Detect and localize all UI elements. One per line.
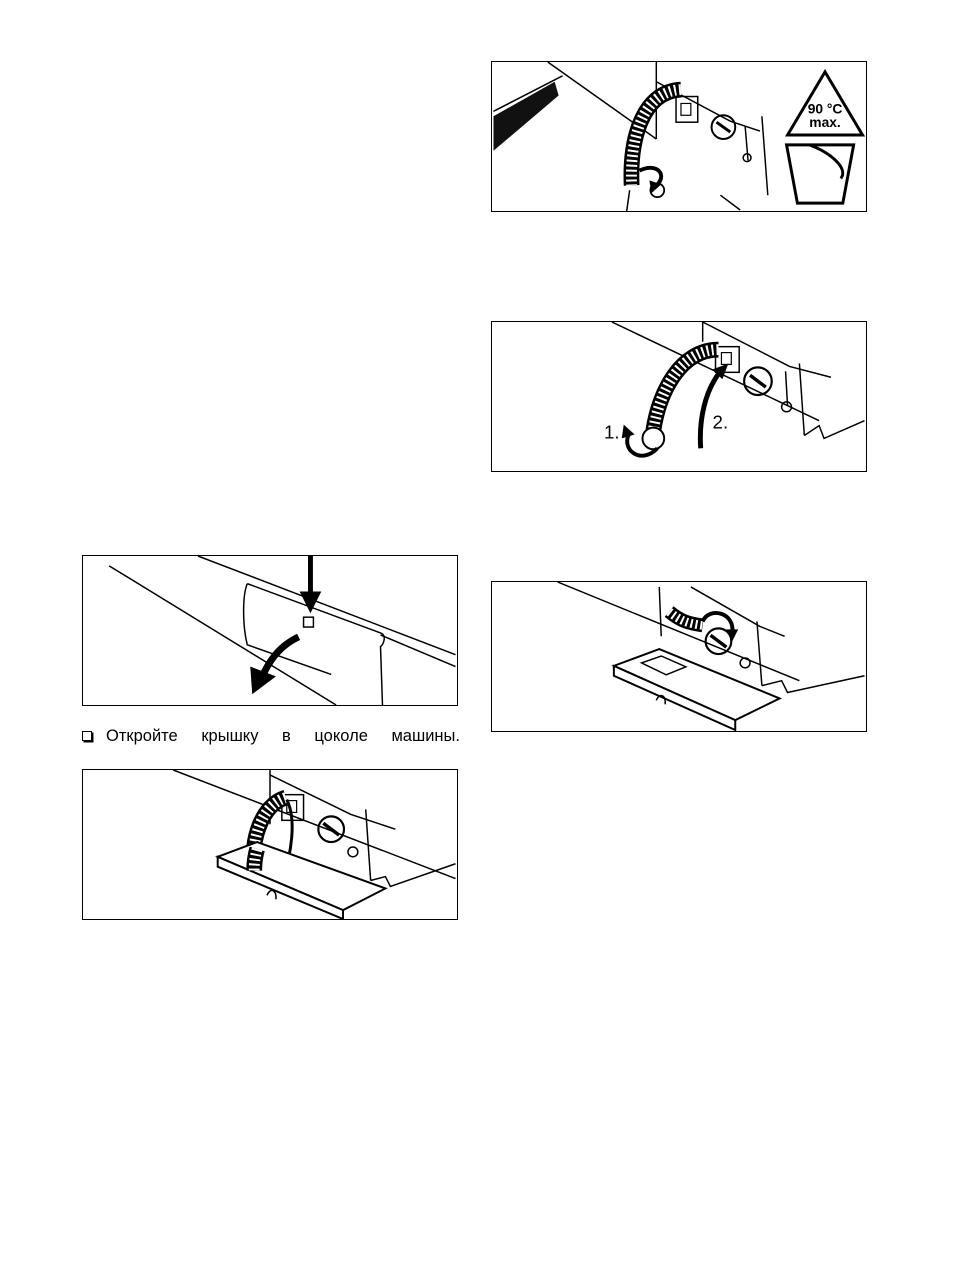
max-label: max. (809, 114, 840, 130)
instruction-caption: Откройте крышку в цоколе машины. (82, 725, 460, 747)
illustration-lower-hose (82, 769, 458, 920)
illustration-hose-steps: 1. 2. (491, 321, 867, 472)
step-1-label: 1. (604, 421, 620, 442)
filter-unscrew-drawing (492, 582, 866, 731)
step-2-label: 2. (713, 412, 729, 433)
instruction-text: Откройте крышку в цоколе машины. (106, 725, 460, 747)
checkbox-bullet-icon (82, 731, 92, 741)
hose-steps-drawing: 1. 2. (492, 322, 866, 471)
hot-water-hose-drawing: 90 °C max. (492, 62, 866, 211)
open-cover-drawing (83, 556, 457, 705)
illustration-open-plinth-cover (82, 555, 458, 706)
illustration-hot-water-warning: 90 °C max. (491, 61, 867, 212)
lower-hose-drawing (83, 770, 457, 919)
illustration-filter-unscrew (491, 581, 867, 732)
